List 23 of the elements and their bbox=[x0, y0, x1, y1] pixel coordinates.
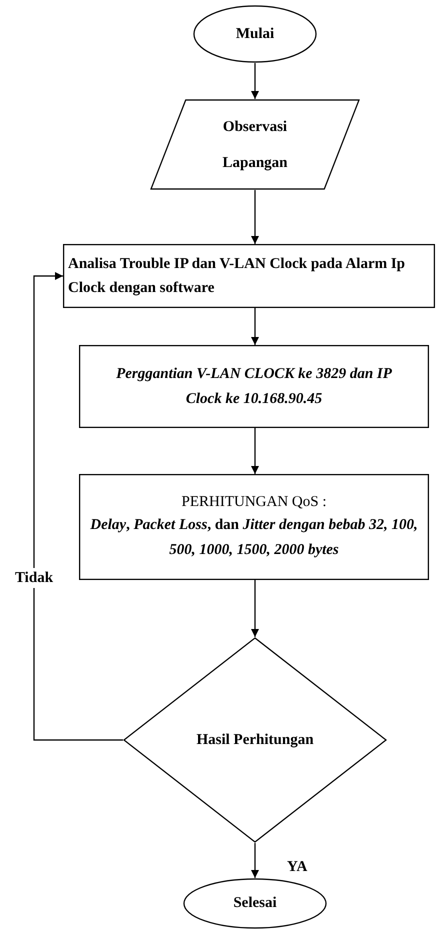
arrow bbox=[251, 63, 259, 99]
arrow bbox=[251, 428, 259, 474]
node-text: Selesai bbox=[232, 894, 278, 914]
node-text: Perggantian V-LAN CLOCK ke 3829 dan IP Clock ke 10.168.90.45 bbox=[115, 364, 393, 408]
node-text: Delay, Packet Loss, dan Jitter dengan bebab 32, 100, 500, 1000, 1500, 2000 bytes bbox=[89, 516, 419, 560]
arrow bbox=[251, 843, 259, 878]
node-text: PERHITUNGAN QoS : bbox=[180, 493, 328, 512]
decision-diamond bbox=[123, 637, 387, 843]
end-terminal bbox=[183, 878, 327, 929]
arrow bbox=[251, 308, 259, 345]
arrow bbox=[33, 272, 123, 741]
process-box bbox=[79, 474, 429, 580]
node-text: Observasi Lapangan bbox=[221, 118, 289, 172]
node-text: Analisa Trouble IP dan V-LAN Clock pada Alarm Ip Clock dengan software bbox=[68, 255, 406, 298]
edge-label: Tidak bbox=[12, 568, 56, 588]
input-parallelogram bbox=[150, 99, 360, 190]
node-text: Hasil Perhitungan bbox=[195, 731, 315, 750]
process-box bbox=[63, 244, 435, 308]
node-text: Mulai bbox=[234, 24, 276, 44]
process-box bbox=[79, 345, 429, 428]
arrow bbox=[251, 190, 259, 244]
start-terminal bbox=[193, 5, 317, 63]
arrow bbox=[251, 580, 259, 637]
